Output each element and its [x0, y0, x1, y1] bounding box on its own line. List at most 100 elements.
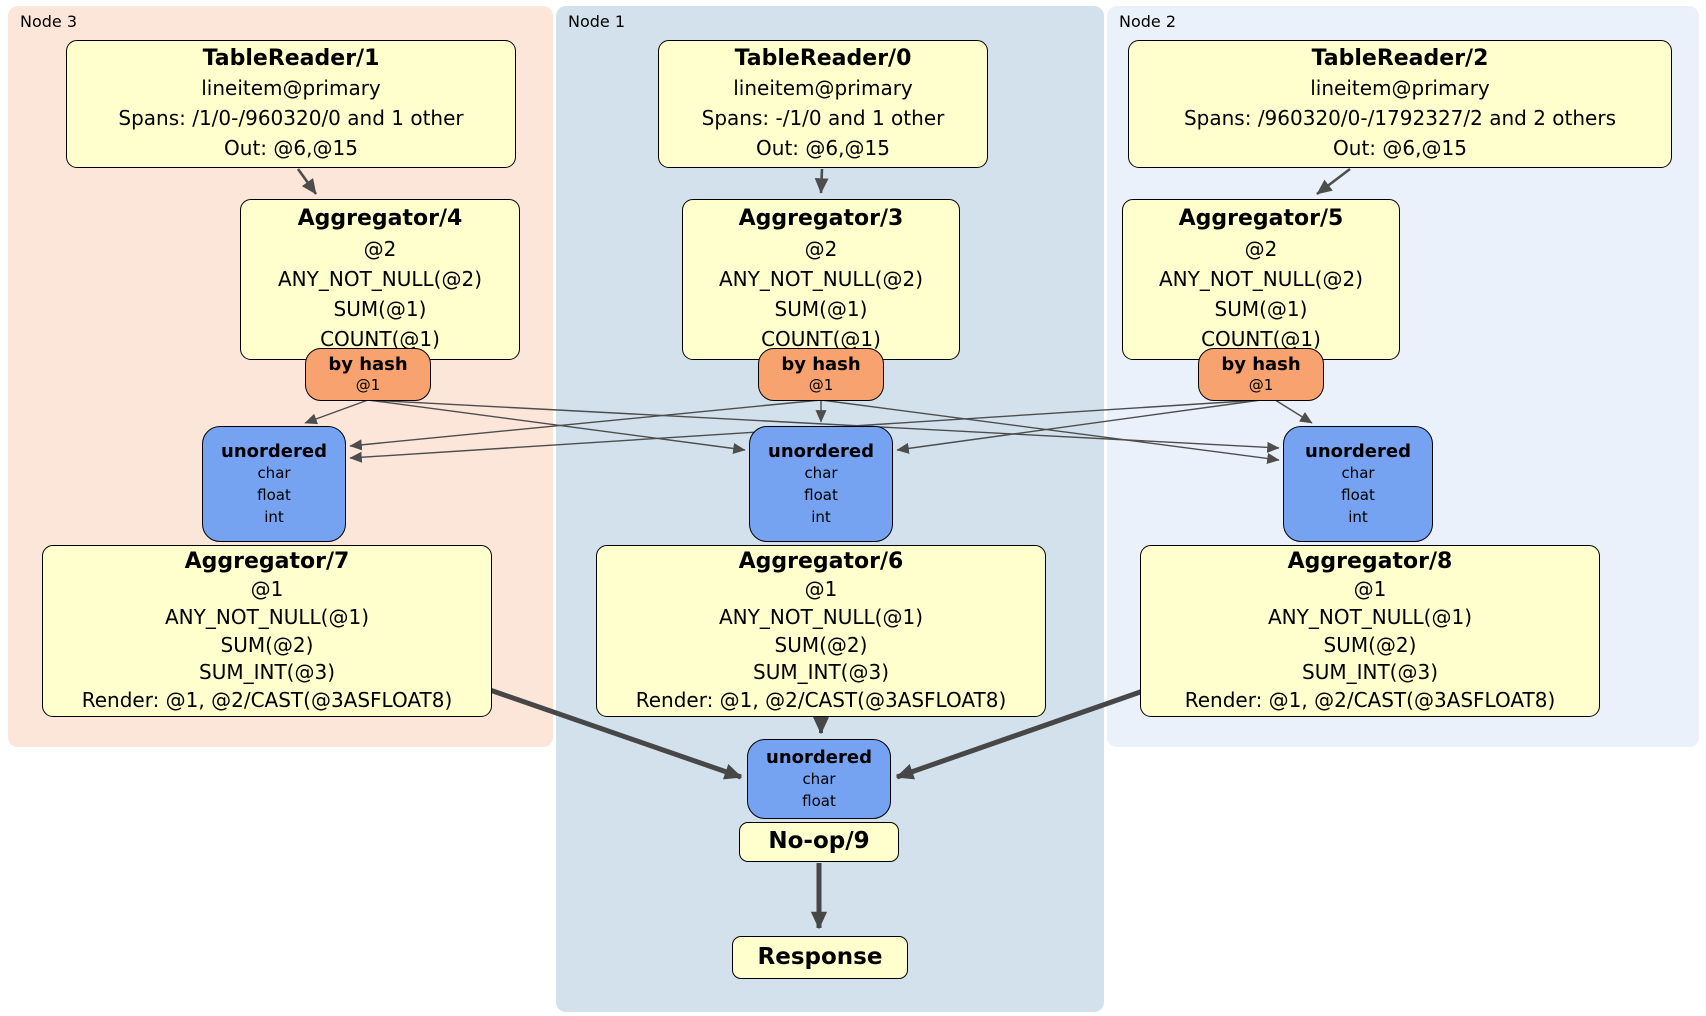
- detail-line: Out: @6,@15: [224, 136, 358, 161]
- edge-hash5-sync-right: [1271, 397, 1313, 424]
- detail-line: lineitem@primary: [1310, 76, 1490, 101]
- detail-line: COUNT(@1): [320, 326, 440, 351]
- noop-box: No-op/9: [739, 822, 899, 862]
- sync-type-line: float: [804, 485, 838, 504]
- detail-line: ANY_NOT_NULL(@1): [165, 604, 369, 629]
- aggregator-5-box: Aggregator/5 @2 ANY_NOT_NULL(@2) SUM(@1)…: [1122, 199, 1400, 360]
- tablereader-2-title: TableReader/2: [1311, 45, 1489, 71]
- detail-line: SUM_INT(@3): [753, 660, 889, 685]
- unordered-sync-title: unordered: [766, 746, 872, 768]
- node2-label: Node 2: [1119, 12, 1177, 31]
- edge-agg8-final-sync: [895, 687, 1147, 780]
- detail-line: lineitem@primary: [733, 76, 913, 101]
- sync-type-line: char: [1341, 464, 1375, 483]
- detail-line: COUNT(@1): [761, 326, 881, 351]
- edge-hash4-sync-left: [304, 399, 369, 425]
- unordered-sync-mid: unordered char float int: [749, 426, 893, 542]
- detail-line: Render: @1, @2/CAST(@3ASFLOAT8): [81, 687, 453, 712]
- detail-line: SUM_INT(@3): [1302, 660, 1438, 685]
- detail-line: SUM_INT(@3): [199, 660, 335, 685]
- tablereader-1-box: TableReader/1 lineitem@primary Spans: /1…: [66, 40, 516, 168]
- detail-line: lineitem@primary: [201, 76, 381, 101]
- aggregator-8-box: Aggregator/8 @1 ANY_NOT_NULL(@1) SUM(@2)…: [1140, 545, 1600, 717]
- tablereader-2-box: TableReader/2 lineitem@primary Spans: /9…: [1128, 40, 1672, 168]
- edge-hash3-sync-left: [349, 399, 822, 451]
- tablereader-1-title: TableReader/1: [202, 45, 380, 71]
- detail-line: SUM(@2): [1323, 632, 1417, 657]
- unordered-sync-right: unordered char float int: [1283, 426, 1433, 542]
- sync-type-line: int: [811, 507, 831, 526]
- node1-label: Node 1: [568, 12, 626, 31]
- edge-hash3-sync-right: [820, 399, 1280, 464]
- sync-type-line: float: [257, 485, 291, 504]
- detail-line: @2: [1244, 236, 1278, 261]
- by-hash-router-key: @1: [808, 376, 834, 395]
- response-title: Response: [757, 943, 883, 970]
- aggregator-8-title: Aggregator/8: [1287, 548, 1453, 574]
- unordered-sync-title: unordered: [221, 440, 327, 462]
- response-box: Response: [732, 936, 908, 979]
- aggregator-3-title: Aggregator/3: [738, 206, 904, 232]
- sync-type-line: char: [804, 464, 838, 483]
- node3-label: Node 3: [20, 12, 78, 31]
- edge-agg7-final-sync: [489, 687, 743, 780]
- detail-line: Render: @1, @2/CAST(@3ASFLOAT8): [635, 687, 1007, 712]
- aggregator-7-box: Aggregator/7 @1 ANY_NOT_NULL(@1) SUM(@2)…: [42, 545, 492, 717]
- tablereader-0-title: TableReader/0: [734, 45, 912, 71]
- by-hash-router-title: by hash: [1221, 353, 1301, 375]
- detail-line: SUM(@2): [774, 632, 868, 657]
- sync-type-line: char: [802, 769, 836, 788]
- detail-line: SUM(@2): [220, 632, 314, 657]
- detail-line: @2: [363, 236, 397, 261]
- unordered-sync-title: unordered: [768, 440, 874, 462]
- aggregator-3-box: Aggregator/3 @2 ANY_NOT_NULL(@2) SUM(@1)…: [682, 199, 960, 360]
- by-hash-router-key: @1: [355, 376, 381, 395]
- aggregator-6-title: Aggregator/6: [738, 548, 904, 574]
- edge-tr2-agg5: [1316, 167, 1351, 196]
- aggregator-7-title: Aggregator/7: [184, 548, 350, 574]
- detail-line: @1: [1353, 577, 1387, 602]
- by-hash-router-key: @1: [1248, 376, 1274, 395]
- unordered-sync-final: unordered char float: [747, 739, 891, 819]
- detail-line: @2: [804, 236, 838, 261]
- detail-line: ANY_NOT_NULL(@2): [1159, 266, 1363, 291]
- detail-line: ANY_NOT_NULL(@2): [278, 266, 482, 291]
- detail-line: SUM(@1): [1214, 296, 1308, 321]
- aggregator-5-title: Aggregator/5: [1178, 206, 1344, 232]
- edge-tr0-agg3: [814, 168, 829, 194]
- detail-line: Out: @6,@15: [1333, 136, 1467, 161]
- sync-type-line: float: [802, 791, 836, 810]
- detail-line: @1: [804, 577, 838, 602]
- sync-type-line: char: [257, 464, 291, 483]
- sync-type-line: float: [1341, 485, 1375, 504]
- by-hash-router-5: by hash @1: [1198, 348, 1324, 401]
- detail-line: Spans: /1/0-/960320/0 and 1 other: [118, 106, 464, 131]
- detail-line: Out: @6,@15: [756, 136, 890, 161]
- edge-tr1-agg4: [296, 168, 318, 195]
- by-hash-router-title: by hash: [781, 353, 861, 375]
- detail-line: Spans: -/1/0 and 1 other: [701, 106, 945, 131]
- tablereader-0-box: TableReader/0 lineitem@primary Spans: -/…: [658, 40, 988, 168]
- sync-type-line: int: [264, 507, 284, 526]
- detail-line: COUNT(@1): [1201, 326, 1321, 351]
- edge-hash5-sync-mid: [896, 399, 1262, 454]
- detail-line: Spans: /960320/0-/1792327/2 and 2 others: [1183, 106, 1616, 131]
- unordered-sync-left: unordered char float int: [202, 426, 346, 542]
- detail-line: ANY_NOT_NULL(@1): [1268, 604, 1472, 629]
- detail-line: ANY_NOT_NULL(@2): [719, 266, 923, 291]
- detail-line: ANY_NOT_NULL(@1): [719, 604, 923, 629]
- noop-title: No-op/9: [768, 828, 870, 855]
- detail-line: Render: @1, @2/CAST(@3ASFLOAT8): [1184, 687, 1556, 712]
- detail-line: SUM(@1): [774, 296, 868, 321]
- unordered-sync-title: unordered: [1305, 440, 1411, 462]
- detail-line: SUM(@1): [333, 296, 427, 321]
- aggregator-6-box: Aggregator/6 @1 ANY_NOT_NULL(@1) SUM(@2)…: [596, 545, 1046, 717]
- sync-type-line: int: [1348, 507, 1368, 526]
- edge-hash4-sync-mid: [367, 399, 746, 454]
- by-hash-router-4: by hash @1: [305, 348, 431, 401]
- by-hash-router-3: by hash @1: [758, 348, 884, 401]
- by-hash-router-title: by hash: [328, 353, 408, 375]
- aggregator-4-box: Aggregator/4 @2 ANY_NOT_NULL(@2) SUM(@1)…: [240, 199, 520, 360]
